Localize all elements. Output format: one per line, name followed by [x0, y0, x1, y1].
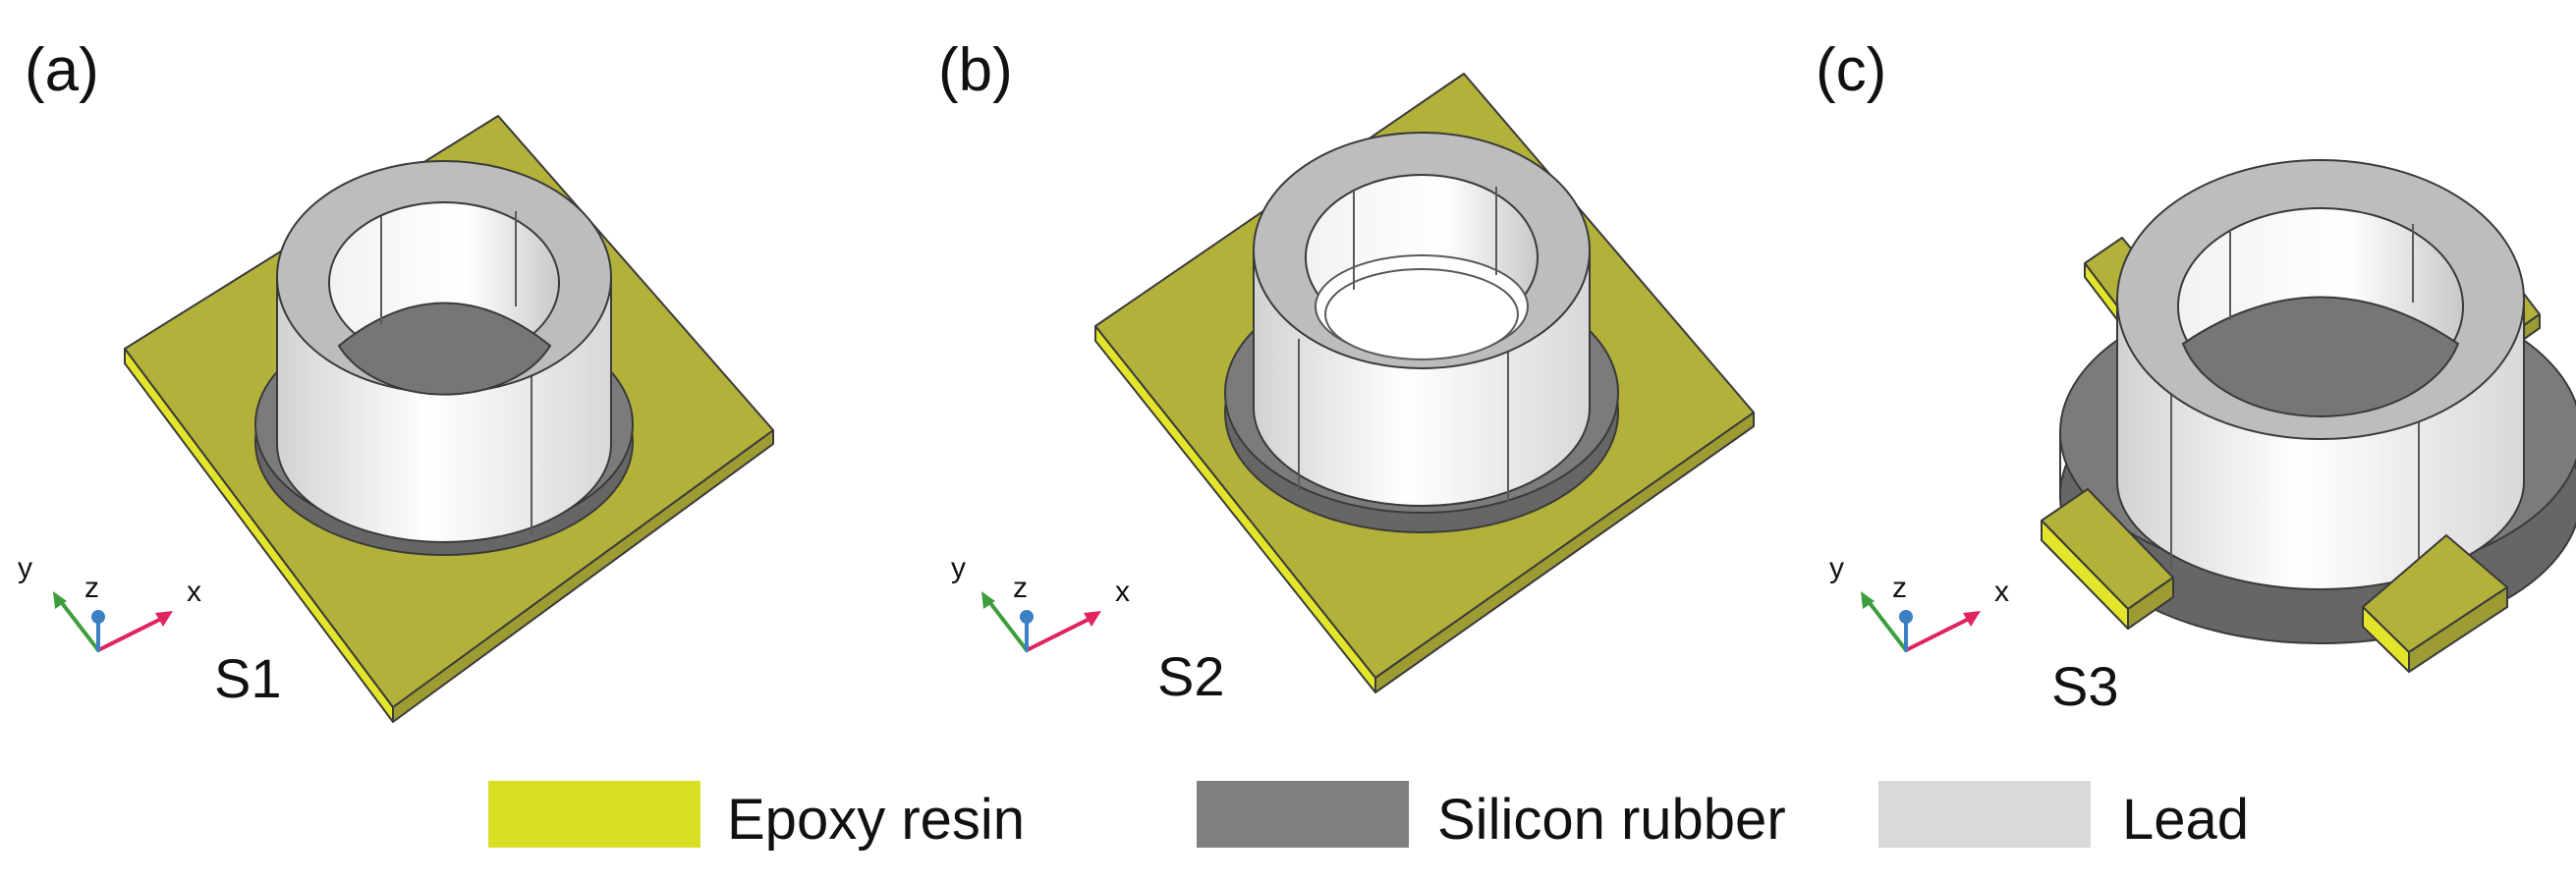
legend-item-lead: Lead — [1878, 781, 2249, 852]
axis-x-arrow — [96, 615, 167, 652]
axis-z-label: z — [1013, 572, 1028, 604]
panel-c-name: S3 — [2051, 655, 2119, 717]
axis-z-label: z — [1892, 572, 1907, 604]
lead-cylinder-c — [2116, 159, 2525, 590]
axis-y-arrow — [57, 597, 100, 652]
axis-y-arrow — [1865, 597, 1908, 652]
panel-c-tag: (c) — [1816, 36, 1886, 104]
axis-y-arrow — [985, 597, 1029, 652]
axis-x-arrow — [1025, 615, 1095, 652]
lead-cylinder-a — [276, 160, 612, 543]
legend-item-epoxy-resin: Epoxy resin — [488, 781, 1025, 852]
panel-c: (c) — [1816, 36, 2576, 717]
axis-triad-c: x y z — [1829, 552, 2009, 652]
axis-triad-a: x y z — [18, 552, 201, 652]
lead-cylinder-b — [1253, 132, 1591, 507]
axis-x-label: x — [1994, 576, 2009, 608]
lead-bore-floor — [2181, 296, 2460, 417]
panel-b-tag: (b) — [938, 36, 1013, 104]
epoxy-tabs-front — [2041, 488, 2508, 673]
panel-a-tag: (a) — [25, 36, 99, 104]
panel-b: (b) x y — [938, 36, 1755, 707]
legend-item-silicon-rubber: Silicon rubber — [1197, 781, 1786, 852]
axis-y-label: y — [951, 552, 966, 584]
legend-swatch-silicon-rubber — [1197, 781, 1409, 848]
lead-bore-step-inner — [1324, 268, 1519, 360]
axis-y-label: y — [1829, 552, 1844, 584]
axis-triad-b: x y z — [951, 552, 1130, 652]
panel-a: (a) x — [18, 36, 774, 723]
legend-swatch-epoxy-resin — [488, 781, 700, 848]
axis-x-label: x — [187, 576, 201, 608]
axis-z-label: z — [84, 572, 99, 604]
legend-label-lead: Lead — [2122, 788, 2249, 852]
legend: Epoxy resin Silicon rubber Lead — [488, 781, 2249, 852]
panel-b-name: S2 — [1157, 645, 1225, 707]
legend-label-silicon-rubber: Silicon rubber — [1437, 788, 1786, 852]
panel-a-name: S1 — [214, 647, 282, 709]
axis-x-arrow — [1904, 615, 1975, 652]
legend-swatch-lead — [1878, 781, 2091, 848]
axis-y-label: y — [18, 552, 32, 584]
legend-label-epoxy-resin: Epoxy resin — [727, 788, 1025, 852]
lead-bore-floor — [337, 302, 552, 396]
axis-x-label: x — [1115, 576, 1130, 608]
